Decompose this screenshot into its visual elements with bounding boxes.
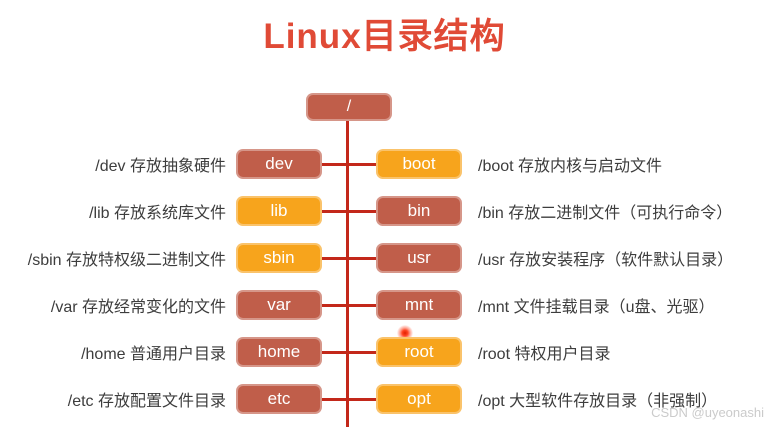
dir-box-home: home [236, 336, 322, 367]
tree-row-dev-boot: /dev 存放抽象硬件 dev boot /boot 存放内核与启动文件 [0, 140, 769, 187]
tree-row-home-root: /home 普通用户目录 home root /root 特权用户目录 [0, 328, 769, 375]
dir-desc-boot: /boot 存放内核与启动文件 [478, 157, 663, 175]
dir-box-dev: dev [236, 148, 322, 179]
tree-row-var-mnt: /var 存放经常变化的文件 var mnt /mnt 文件挂载目录（u盘、光驱… [0, 281, 769, 328]
dir-desc-etc: /etc 存放配置文件目录 [67, 392, 226, 410]
dir-desc-root-user: /root 特权用户目录 [478, 345, 611, 363]
tree-row-sbin-usr: /sbin 存放特权级二进制文件 sbin usr /usr 存放安装程序（软件… [0, 234, 769, 281]
dir-desc-bin: /bin 存放二进制文件（可执行命令） [478, 204, 733, 222]
dir-box-var: var [236, 289, 322, 320]
dir-box-mnt: mnt [376, 289, 462, 320]
dir-desc-lib: /lib 存放系统库文件 [89, 204, 226, 222]
dir-desc-opt: /opt 大型软件存放目录（非强制） [478, 392, 718, 410]
connector-line [314, 303, 380, 307]
connector-line [314, 256, 380, 260]
dir-box-boot: boot [376, 148, 462, 179]
dir-desc-var: /var 存放经常变化的文件 [50, 298, 226, 316]
dir-box-root: / [306, 93, 392, 121]
dir-box-lib: lib [236, 195, 322, 226]
connector-line [314, 397, 380, 401]
dir-box-root-user: root [376, 336, 462, 367]
connector-line [314, 162, 380, 166]
dir-box-sbin: sbin [236, 242, 322, 273]
connector-line [314, 209, 380, 213]
dir-box-opt: opt [376, 383, 462, 414]
tree-row-etc-opt: /etc 存放配置文件目录 etc opt /opt 大型软件存放目录（非强制） [0, 375, 769, 422]
connector-line [314, 350, 380, 354]
tree-trunk-line [346, 120, 349, 427]
dir-box-etc: etc [236, 383, 322, 414]
tree-row-lib-bin: /lib 存放系统库文件 lib bin /bin 存放二进制文件（可执行命令） [0, 187, 769, 234]
tree-rows: /dev 存放抽象硬件 dev boot /boot 存放内核与启动文件 /li… [0, 140, 769, 422]
page-title: Linux目录结构 [263, 17, 506, 56]
watermark: CSDN @uyeonashi [651, 405, 764, 420]
dir-desc-home: /home 普通用户目录 [81, 345, 226, 363]
dir-desc-dev: /dev 存放抽象硬件 [95, 157, 226, 175]
dir-box-usr: usr [376, 242, 462, 273]
dir-desc-sbin: /sbin 存放特权级二进制文件 [27, 251, 226, 269]
dir-desc-usr: /usr 存放安装程序（软件默认目录） [478, 251, 734, 269]
dir-desc-mnt: /mnt 文件挂载目录（u盘、光驱） [478, 298, 715, 316]
dir-box-bin: bin [376, 195, 462, 226]
